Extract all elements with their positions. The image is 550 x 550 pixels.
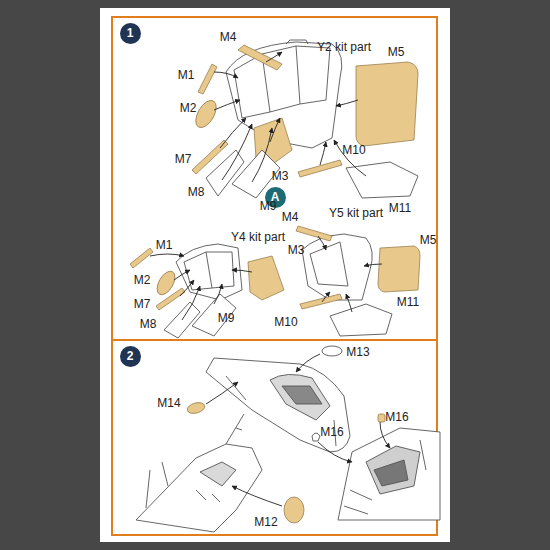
mask-callout: M8 (140, 318, 157, 330)
mask-callout: M2 (180, 102, 197, 114)
mask-callout: M5 (388, 46, 405, 58)
mask-callout: M1 (178, 69, 195, 81)
mask-callout: M4 (282, 211, 299, 223)
leader-arrow (206, 354, 390, 506)
step-panel (112, 17, 437, 340)
mask-callout: M8 (188, 186, 205, 198)
sheet (100, 8, 450, 542)
mask-part-outline (206, 150, 418, 198)
step-badge: 2 (120, 346, 141, 367)
mask-callout: M4 (220, 31, 237, 43)
step-number: 2 (127, 350, 134, 362)
mask-callout: M12 (254, 516, 277, 528)
step-badge: 1 (120, 23, 141, 44)
mask-callout: M2 (134, 274, 151, 286)
mask-part-outline (164, 294, 392, 338)
mask-part (192, 45, 418, 177)
mask-callout: M3 (288, 244, 305, 256)
mask-callout: M1 (156, 239, 173, 251)
leader-arrow (150, 236, 382, 320)
mask-callout: M11 (397, 296, 419, 308)
kit-part-label: Y2 kit part (317, 41, 371, 53)
mask-callout: M7 (134, 298, 151, 310)
kit-part-label: Y4 kit part (231, 231, 285, 243)
mask-callout: M11 (389, 202, 411, 214)
mask-callout: M10 (274, 316, 297, 328)
mask-callout: M5 (420, 234, 437, 246)
mask-callout: M9 (218, 312, 235, 324)
step-number: 1 (127, 27, 134, 39)
mask-part (130, 226, 420, 310)
mask-callout: M13 (346, 346, 369, 358)
mask-callout: M16 (320, 426, 343, 438)
mask-callout: M9 (260, 200, 277, 212)
mask-callout: M7 (175, 153, 192, 165)
canopy-drawing (176, 234, 372, 300)
mask-callout: M16 (385, 411, 408, 423)
leader-arrow (214, 52, 366, 182)
mask-callout: M14 (157, 397, 180, 409)
mask-part (186, 401, 385, 523)
mask-callout: M10 (342, 144, 365, 156)
aircraft-drawing (136, 358, 440, 532)
mask-callout: M3 (272, 170, 289, 182)
kit-part-label: Y5 kit part (329, 207, 383, 219)
